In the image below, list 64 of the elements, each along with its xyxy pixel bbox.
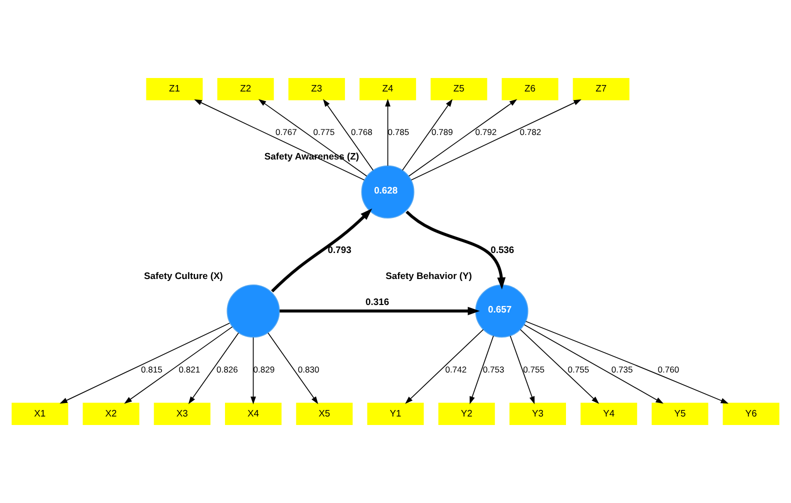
node-box: Z3 xyxy=(288,78,345,100)
edge-label: 0.789 xyxy=(432,126,453,137)
node-box: Z6 xyxy=(502,78,558,100)
edge-label: 0.821 xyxy=(178,364,200,374)
edge-label: 0.785 xyxy=(388,126,410,137)
node-box: Y1 xyxy=(367,402,424,425)
edge-label: 0.742 xyxy=(445,364,467,374)
arrow xyxy=(525,320,729,404)
node-box: Y5 xyxy=(652,402,708,425)
arrow xyxy=(323,99,374,171)
edge-label: 0.755 xyxy=(568,364,590,374)
node-box: X2 xyxy=(82,402,140,425)
node-box: Y6 xyxy=(722,402,780,425)
node-box: Y3 xyxy=(509,402,566,425)
edge-label: 0.735 xyxy=(611,364,633,374)
arrow xyxy=(194,99,365,180)
node-circle: 0.657 xyxy=(475,284,528,338)
arrow xyxy=(524,324,664,404)
edge-label: 0.755 xyxy=(523,364,545,374)
node-box: Y2 xyxy=(438,402,495,425)
arrow xyxy=(268,332,318,404)
arrow xyxy=(271,208,372,292)
node-box: Z1 xyxy=(146,78,203,100)
node-circle xyxy=(226,284,280,338)
edge-label: 0.753 xyxy=(482,364,504,374)
edge-label: 0.782 xyxy=(520,126,542,137)
edge-label: 0.316 xyxy=(366,296,390,307)
edge-label: 0.829 xyxy=(253,364,275,374)
edge-label: 0.536 xyxy=(490,244,514,256)
arrow xyxy=(408,99,518,177)
arrow xyxy=(258,99,368,177)
node-box: X3 xyxy=(154,402,210,425)
node-box: X5 xyxy=(296,402,353,425)
node-label: Safety Behavior (Y) xyxy=(386,270,472,281)
arrow xyxy=(410,99,582,180)
arrow xyxy=(520,329,600,404)
arrow xyxy=(510,335,535,404)
arrow xyxy=(470,335,494,404)
arrow xyxy=(405,329,484,404)
arrow xyxy=(124,326,233,404)
arrow xyxy=(280,306,480,316)
edge-label: 0.775 xyxy=(313,126,335,137)
edge-label: 0.768 xyxy=(350,126,372,137)
node-label: Safety Culture (X) xyxy=(144,270,223,281)
edge-label: 0.767 xyxy=(276,126,297,137)
edge-label: 0.792 xyxy=(475,126,497,137)
edge-label: 0.826 xyxy=(216,364,238,374)
node-box: X1 xyxy=(12,402,68,425)
node-box: Z2 xyxy=(217,78,274,100)
edge-label: 0.793 xyxy=(328,244,352,256)
node-box: X4 xyxy=(225,402,282,425)
arrow xyxy=(406,210,506,290)
node-box: Z5 xyxy=(430,78,488,100)
edge-label: 0.830 xyxy=(298,364,320,374)
arrow xyxy=(402,99,453,171)
arrow xyxy=(385,98,390,166)
node-box: Z4 xyxy=(360,78,416,100)
node-box: Y4 xyxy=(580,402,638,425)
edge-label: 0.815 xyxy=(141,364,162,374)
arrow xyxy=(250,337,256,404)
edge-label: 0.760 xyxy=(658,364,680,374)
node-box: Z7 xyxy=(572,78,630,100)
arrow xyxy=(60,322,230,404)
arrow xyxy=(188,332,239,404)
